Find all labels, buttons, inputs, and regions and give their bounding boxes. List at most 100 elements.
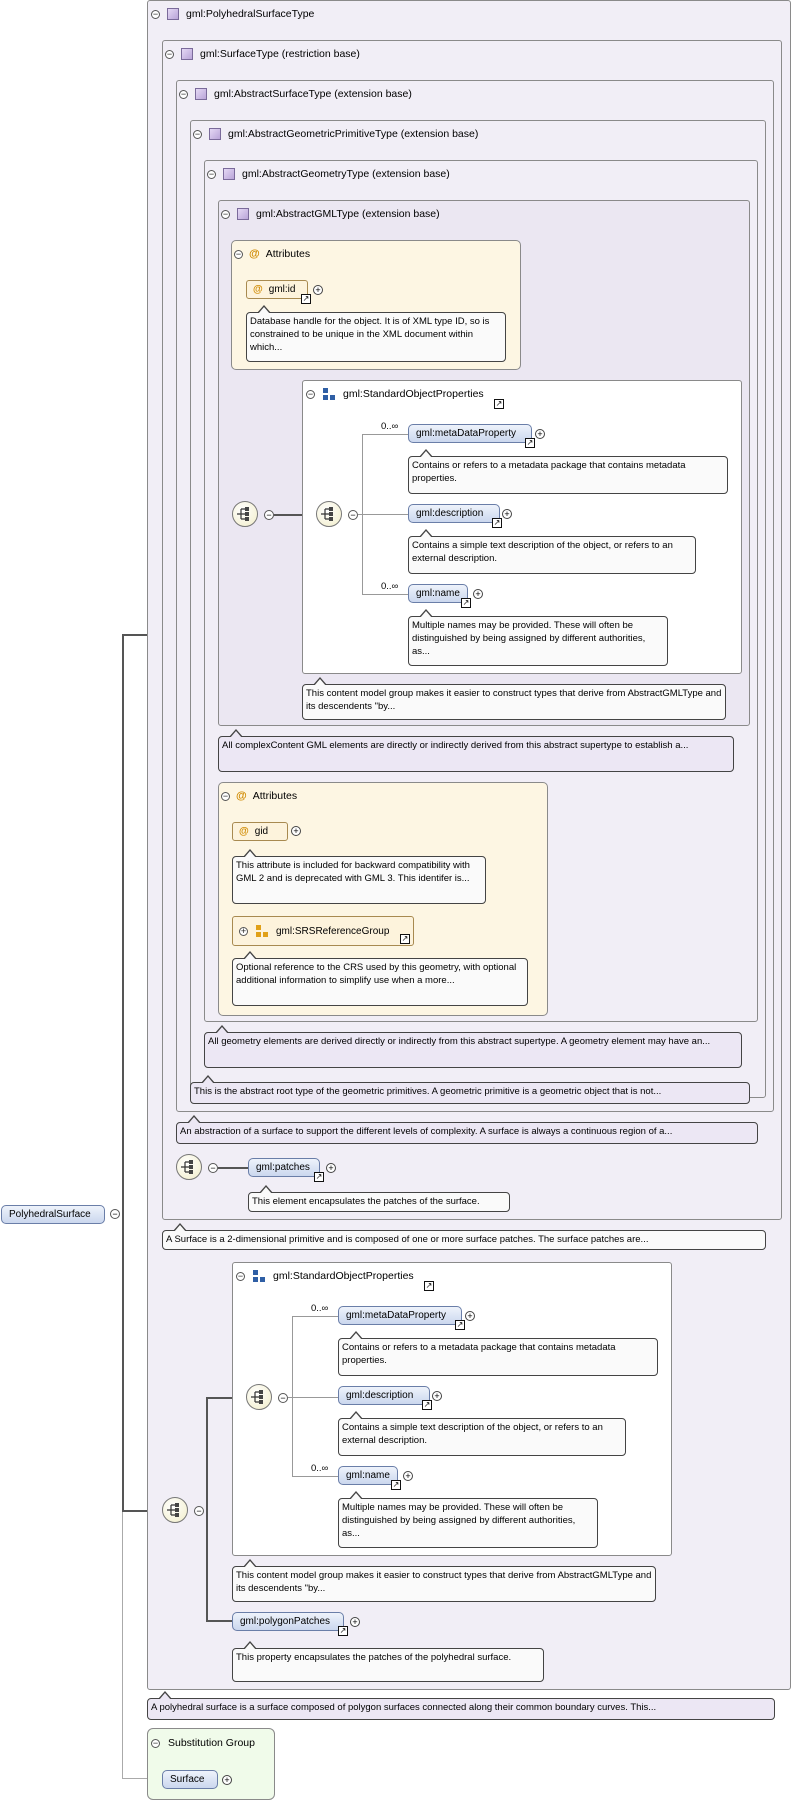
attribute-group-icon bbox=[256, 925, 268, 937]
sequence-icon[interactable] bbox=[176, 1154, 202, 1180]
attributes-header[interactable]: − @ Attributes bbox=[221, 790, 297, 802]
branch-name bbox=[362, 594, 408, 595]
element-patches[interactable]: gml:patches bbox=[248, 1158, 320, 1177]
attribute-gid[interactable]: @ gid bbox=[232, 822, 288, 841]
element-description[interactable]: gml:description bbox=[338, 1386, 430, 1405]
element-metadataproperty[interactable]: gml:metaDataProperty bbox=[408, 424, 532, 443]
attribute-group-srs-reference[interactable]: + gml:SRSReferenceGroup bbox=[232, 916, 414, 946]
standard-object-properties-header[interactable]: − gml:StandardObjectProperties bbox=[236, 1270, 414, 1282]
root-element-polyhedral-surface[interactable]: PolyhedralSurface bbox=[1, 1205, 105, 1224]
attribute-group-label: gml:SRSReferenceGroup bbox=[276, 925, 390, 937]
standard-object-properties-header[interactable]: − gml:StandardObjectProperties bbox=[306, 388, 484, 400]
abstract-geometry-type-doc: All geometry elements are derived direct… bbox=[204, 1025, 742, 1068]
abstract-geometric-primitive-type-doc: This is the abstract root type of the ge… bbox=[190, 1075, 750, 1104]
type-name: gml:AbstractGMLType (extension base) bbox=[256, 208, 440, 220]
link-icon[interactable]: ↗ bbox=[338, 1626, 348, 1636]
link-icon[interactable]: ↗ bbox=[400, 934, 410, 944]
abstract-geometric-primitive-type-header[interactable]: − gml:AbstractGeometricPrimitiveType (ex… bbox=[193, 128, 478, 140]
expand-icon[interactable]: + bbox=[403, 1471, 413, 1481]
expand-icon[interactable]: + bbox=[432, 1391, 442, 1401]
sequence-icon[interactable] bbox=[162, 1497, 188, 1523]
expand-icon[interactable]: + bbox=[535, 429, 545, 439]
substitution-element-surface[interactable]: Surface bbox=[162, 1770, 218, 1789]
type-name: gml:AbstractGeometryType (extension base… bbox=[242, 168, 450, 180]
complex-type-icon bbox=[237, 208, 249, 220]
abstract-gml-type-doc: All complexContent GML elements are dire… bbox=[218, 729, 734, 772]
collapse-icon[interactable]: − bbox=[193, 128, 202, 139]
expand-icon[interactable]: + bbox=[222, 1775, 232, 1785]
polygon-patches-doc: This property encapsulates the patches o… bbox=[232, 1641, 544, 1682]
collapse-icon[interactable]: − bbox=[208, 1163, 218, 1173]
link-icon[interactable]: ↗ bbox=[492, 518, 502, 528]
sequence-icon[interactable] bbox=[246, 1384, 272, 1410]
link-icon[interactable]: ↗ bbox=[301, 294, 311, 304]
expand-icon[interactable]: + bbox=[239, 925, 248, 936]
collapse-icon[interactable]: − bbox=[348, 510, 358, 520]
polyhedral-surface-type-header[interactable]: − gml:PolyhedralSurfaceType bbox=[151, 8, 314, 20]
description-doc: Contains a simple text description of th… bbox=[338, 1411, 626, 1456]
collapse-icon[interactable]: − bbox=[207, 168, 216, 179]
description-doc: Contains a simple text description of th… bbox=[408, 529, 696, 574]
collapse-icon[interactable]: − bbox=[221, 790, 230, 801]
link-icon[interactable]: ↗ bbox=[424, 1281, 434, 1291]
abstract-surface-type-header[interactable]: − gml:AbstractSurfaceType (extension bas… bbox=[179, 88, 412, 100]
expand-icon[interactable]: + bbox=[465, 1311, 475, 1321]
branch-desc bbox=[288, 1397, 338, 1398]
attribute-icon: @ bbox=[249, 248, 260, 260]
collapse-icon[interactable]: − bbox=[306, 388, 315, 399]
element-metadataproperty[interactable]: gml:metaDataProperty bbox=[338, 1306, 462, 1325]
gml-id-doc: Database handle for the object. It is of… bbox=[246, 305, 506, 362]
element-name[interactable]: gml:name bbox=[408, 584, 468, 603]
sequence-icon[interactable] bbox=[316, 501, 342, 527]
attribute-label: gml:id bbox=[268, 284, 296, 295]
root-to-seq-line bbox=[122, 1510, 162, 1512]
expand-icon[interactable]: + bbox=[326, 1163, 336, 1173]
element-description[interactable]: gml:description bbox=[408, 504, 500, 523]
srs-reference-doc: Optional reference to the CRS used by th… bbox=[232, 951, 528, 1006]
link-icon[interactable]: ↗ bbox=[461, 598, 471, 608]
expand-icon[interactable]: + bbox=[350, 1617, 360, 1627]
expand-icon[interactable]: + bbox=[502, 509, 512, 519]
ext-to-polygon-line bbox=[206, 1620, 234, 1622]
link-icon[interactable]: ↗ bbox=[494, 399, 504, 409]
expand-icon[interactable]: + bbox=[291, 826, 301, 836]
attributes-header[interactable]: − @ Attributes bbox=[234, 248, 310, 260]
attributes-title: Attributes bbox=[252, 790, 298, 802]
collapse-icon[interactable]: − bbox=[110, 1209, 120, 1219]
collapse-icon[interactable]: − bbox=[264, 510, 274, 520]
collapse-icon[interactable]: − bbox=[151, 1737, 160, 1748]
link-icon[interactable]: ↗ bbox=[391, 1480, 401, 1490]
collapse-icon[interactable]: − bbox=[151, 8, 160, 19]
link-icon[interactable]: ↗ bbox=[455, 1320, 465, 1330]
collapse-icon[interactable]: − bbox=[194, 1506, 204, 1516]
element-polygon-patches[interactable]: gml:polygonPatches bbox=[232, 1612, 344, 1631]
collapse-icon[interactable]: − bbox=[234, 248, 243, 259]
attribute-icon: @ bbox=[239, 826, 249, 837]
link-icon[interactable]: ↗ bbox=[525, 438, 535, 448]
sequence-icon[interactable] bbox=[232, 501, 258, 527]
complex-type-icon bbox=[209, 128, 221, 140]
abstract-gml-type-header[interactable]: − gml:AbstractGMLType (extension base) bbox=[221, 208, 440, 220]
collapse-icon[interactable]: − bbox=[236, 1270, 245, 1281]
link-icon[interactable]: ↗ bbox=[422, 1400, 432, 1410]
substitution-group-header[interactable]: − Substitution Group bbox=[151, 1737, 255, 1749]
collapse-icon[interactable]: − bbox=[221, 208, 230, 219]
abstract-surface-type-doc: An abstraction of a surface to support t… bbox=[176, 1115, 758, 1144]
link-icon[interactable]: ↗ bbox=[314, 1172, 324, 1182]
group-icon bbox=[253, 1270, 265, 1282]
expand-icon[interactable]: + bbox=[313, 285, 323, 295]
abstract-geometry-type-header[interactable]: − gml:AbstractGeometryType (extension ba… bbox=[207, 168, 450, 180]
type-name: gml:PolyhedralSurfaceType bbox=[186, 8, 315, 20]
root-vertical-line bbox=[122, 634, 124, 1512]
expand-icon[interactable]: + bbox=[473, 589, 483, 599]
collapse-icon[interactable]: − bbox=[278, 1393, 288, 1403]
collapse-icon[interactable]: − bbox=[179, 88, 188, 99]
element-name[interactable]: gml:name bbox=[338, 1466, 398, 1485]
attributes-title: Attributes bbox=[265, 248, 311, 260]
branch-desc bbox=[358, 514, 408, 515]
collapse-icon[interactable]: − bbox=[165, 48, 174, 59]
surface-type-header[interactable]: − gml:SurfaceType (restriction base) bbox=[165, 48, 360, 60]
polyhedral-surface-type-doc: A polyhedral surface is a surface compos… bbox=[147, 1691, 775, 1720]
attribute-gml-id[interactable]: @ gml:id bbox=[246, 280, 308, 299]
group-name: gml:StandardObjectProperties bbox=[343, 388, 484, 400]
